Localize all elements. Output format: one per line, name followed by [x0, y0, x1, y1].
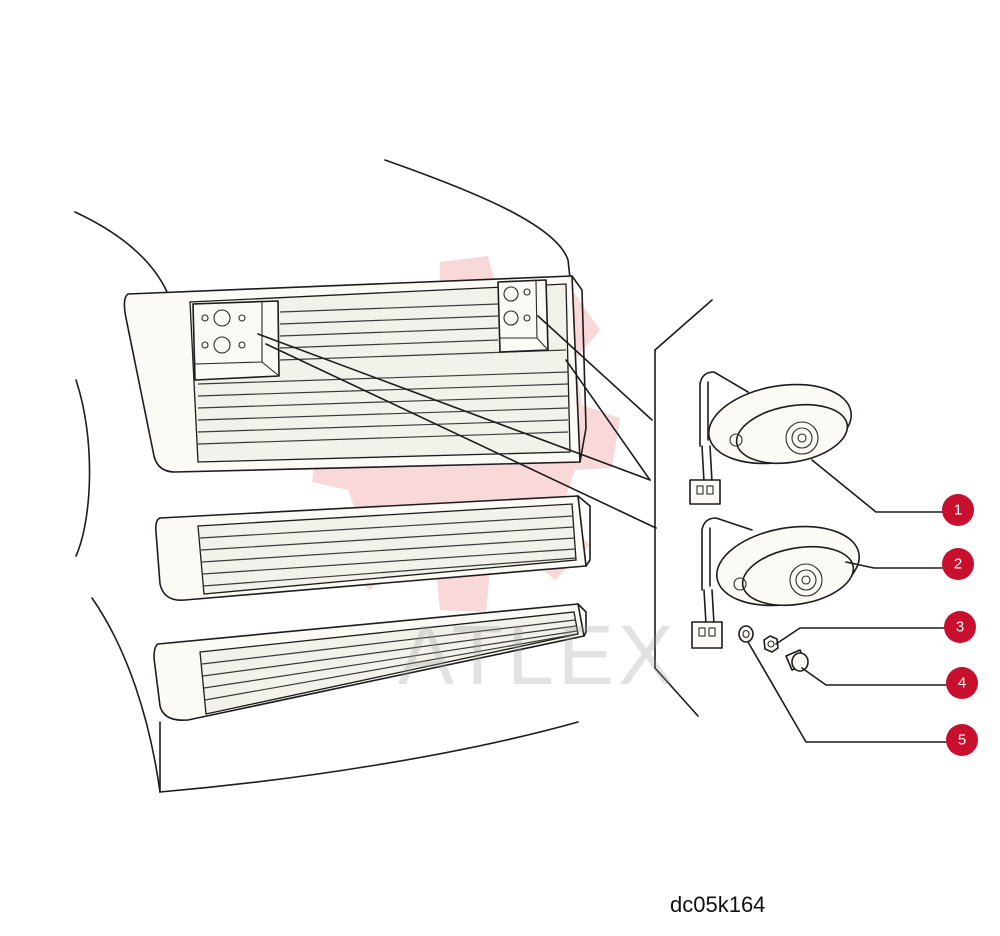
- callout-2-label: 2: [954, 556, 962, 573]
- assembly-lines: [257, 299, 713, 717]
- cab-body: [74, 159, 579, 793]
- grille-bar-middle: [155, 495, 591, 601]
- callout-1: 1: [942, 494, 974, 526]
- washer: [738, 625, 754, 643]
- grille-bar-top: [123, 275, 587, 473]
- nut: [763, 635, 779, 653]
- callout-3: 3: [944, 611, 976, 643]
- watermark-text: ATLEX: [398, 608, 678, 702]
- left-mounting-bracket: [192, 300, 280, 381]
- diagram-code: dc05k164: [670, 892, 765, 917]
- grille-slats-top: [197, 303, 569, 445]
- screw: [785, 649, 809, 672]
- callout-2: 2: [942, 548, 974, 580]
- grille-bar-bottom: [153, 603, 587, 722]
- leader-lines: [747, 459, 947, 743]
- callout-4-label: 4: [958, 675, 966, 692]
- callout-3-label: 3: [956, 619, 964, 636]
- callout-4: 4: [946, 667, 978, 699]
- right-mounting-bracket: [497, 279, 549, 353]
- callout-5: 5: [946, 724, 978, 756]
- callout-1-label: 1: [954, 502, 962, 519]
- side-lamp-lower: [691, 517, 861, 649]
- callout-5-label: 5: [958, 732, 966, 749]
- side-lamp-upper: [689, 371, 853, 505]
